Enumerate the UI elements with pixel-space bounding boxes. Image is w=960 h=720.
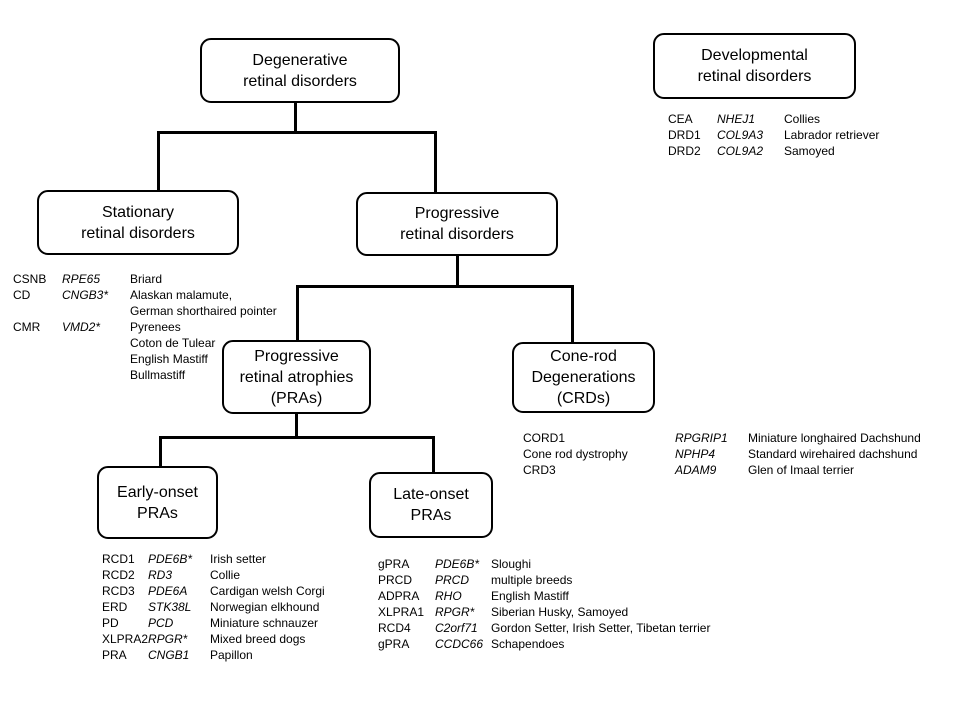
disease-abbreviation: gPRA	[378, 637, 410, 651]
connector-drop-progressive	[434, 131, 437, 192]
disease-abbreviation: PRCD	[378, 573, 413, 587]
connector-drop-early-onset	[159, 436, 162, 466]
node-label: Developmental retinal disorders	[697, 47, 812, 85]
gene-name: CNGB3*	[62, 288, 109, 302]
disease-abbreviation: RCD3	[102, 584, 135, 598]
breed-names: Irish setter	[210, 552, 267, 566]
gene-name: PCD	[148, 616, 174, 630]
disease-abbreviation: RCD1	[102, 552, 135, 566]
breed-names: Pyrenees Coton de Tulear English Mastiff…	[130, 320, 216, 382]
node-late-onset-pras: Late-onset PRAs	[369, 472, 493, 538]
gene-name: COL9A3	[717, 128, 764, 142]
disease-abbreviation: CORD1	[523, 431, 566, 445]
disease-abbreviation: DRD2	[668, 144, 701, 158]
gene-name: PDE6B*	[148, 552, 193, 566]
breed-names: multiple breeds	[491, 573, 573, 587]
breed-names: Briard	[130, 272, 163, 286]
breed-names: Sloughi	[491, 557, 532, 571]
breed-names: Labrador retriever	[784, 128, 880, 142]
node-label: Early-onset PRAs	[117, 483, 198, 522]
breed-names: Alaskan malamute, German shorthaired poi…	[130, 288, 277, 318]
connector-degenerative-stub	[294, 103, 297, 134]
disease-abbreviation: RCD2	[102, 568, 135, 582]
gene-name: COL9A2	[717, 144, 764, 158]
node-developmental-retinal-disorders: Developmental retinal disorders	[653, 33, 856, 99]
connector-drop-pras	[296, 285, 299, 340]
disease-abbreviation: Cone rod dystrophy	[523, 447, 628, 461]
connector-progressive-stub	[456, 256, 459, 288]
gene-name: RPGRIP1	[675, 431, 728, 445]
connector-pras-stub	[295, 414, 298, 439]
disease-abbreviation: XLPRA2	[102, 632, 149, 646]
breed-names: Papillon	[210, 648, 253, 662]
gene-name: RD3	[148, 568, 173, 582]
gene-name: CNGB1	[148, 648, 190, 662]
breed-names: Collie	[210, 568, 241, 582]
breed-names: Cardigan welsh Corgi	[210, 584, 325, 598]
gene-name: PRCD	[435, 573, 470, 587]
connector-progressive-horizontal	[296, 285, 574, 288]
disease-abbreviation: CSNB	[13, 272, 47, 286]
disease-abbreviation: CRD3	[523, 463, 556, 477]
breed-names: English Mastiff	[491, 589, 569, 603]
node-label: Cone-rod Degenerations (CRDs)	[531, 348, 636, 407]
connector-drop-late-onset	[432, 436, 435, 472]
node-cone-rod-degenerations: Cone-rod Degenerations (CRDs)	[512, 342, 655, 413]
gene-table-cone-rod: CORD1 RPGRIP1 Miniature longhaired Dachshu…	[523, 430, 921, 478]
breed-names: Miniature longhaired Dachshund	[748, 431, 921, 445]
connector-pras-horizontal	[159, 436, 435, 439]
disease-abbreviation: PRA	[102, 648, 127, 662]
connector-drop-crds	[571, 285, 574, 342]
node-stationary-retinal-disorders: Stationary retinal disorders	[37, 190, 239, 255]
breed-names: Samoyed	[784, 144, 835, 158]
node-label: Progressive retinal atrophies (PRAs)	[239, 347, 354, 407]
gene-name: C2orf71	[435, 621, 478, 635]
node-label: Degenerative retinal disorders	[243, 51, 357, 90]
gene-name: RPGR*	[435, 605, 475, 619]
node-progressive-retinal-disorders: Progressive retinal disorders	[356, 192, 558, 256]
disease-abbreviation: DRD1	[668, 128, 701, 142]
gene-name: RPE65	[62, 272, 101, 286]
breed-names: Siberian Husky, Samoyed	[491, 605, 629, 619]
breed-names: Collies	[784, 112, 821, 126]
connector-degenerative-horizontal	[157, 131, 437, 134]
node-label: Progressive retinal disorders	[400, 205, 514, 243]
node-early-onset-pras: Early-onset PRAs	[97, 466, 218, 539]
gene-name: RPGR*	[148, 632, 188, 646]
disease-abbreviation: ADPRA	[378, 589, 420, 603]
disease-abbreviation: gPRA	[378, 557, 410, 571]
gene-name: NPHP4	[675, 447, 716, 461]
breed-names: Miniature schnauzer	[210, 616, 319, 630]
disease-abbreviation: CD	[13, 288, 31, 302]
disease-abbreviation: XLPRA1	[378, 605, 425, 619]
disease-abbreviation: CEA	[668, 112, 693, 126]
gene-name: VMD2*	[62, 320, 101, 334]
gene-name: STK38L	[148, 600, 192, 614]
breed-names: Glen of Imaal terrier	[748, 463, 855, 477]
breed-names: Norwegian elkhound	[210, 600, 320, 614]
node-label: Late-onset PRAs	[393, 486, 469, 524]
breed-names: Schapendoes	[491, 637, 565, 651]
gene-name: RHO	[435, 589, 462, 603]
gene-name: NHEJ1	[717, 112, 756, 126]
gene-name: PDE6A	[148, 584, 188, 598]
breed-names: Mixed breed dogs	[210, 632, 306, 646]
breed-names: Standard wirehaired dachshund	[748, 447, 918, 461]
disease-abbreviation: CMR	[13, 320, 41, 334]
node-label: Stationary retinal disorders	[81, 203, 195, 242]
disease-abbreviation: RCD4	[378, 621, 411, 635]
disease-abbreviation: ERD	[102, 600, 128, 614]
node-degenerative-retinal-disorders: Degenerative retinal disorders	[200, 38, 400, 103]
gene-name: CCDC66	[435, 637, 484, 651]
connector-drop-stationary	[157, 131, 160, 190]
gene-name: PDE6B*	[435, 557, 480, 571]
gene-name: ADAM9	[675, 463, 717, 477]
disease-abbreviation: PD	[102, 616, 119, 630]
node-progressive-retinal-atrophies: Progressive retinal atrophies (PRAs)	[222, 340, 371, 414]
breed-names: Gordon Setter, Irish Setter, Tibetan ter…	[491, 621, 711, 635]
